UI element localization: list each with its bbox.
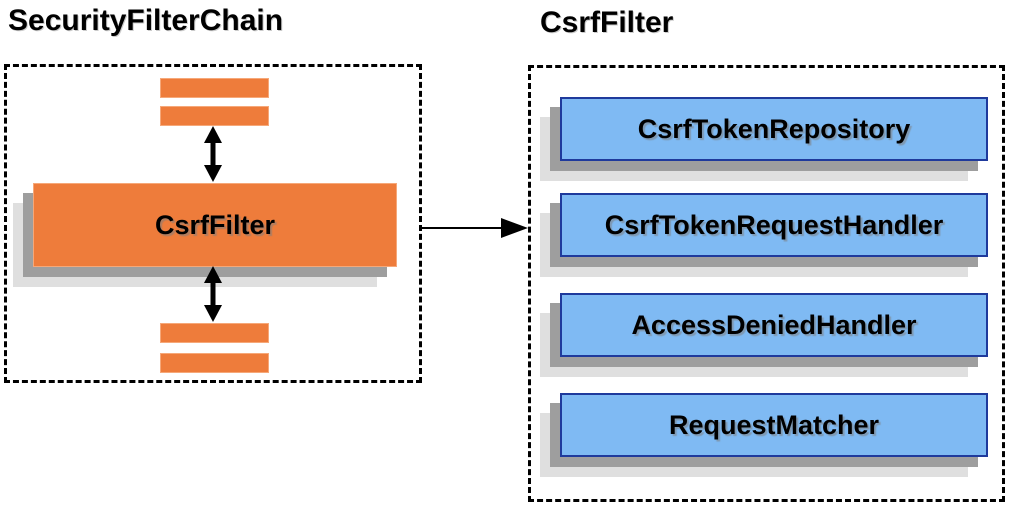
csrf-filter-node-label: CsrfFilter xyxy=(154,209,276,240)
component-label: AccessDeniedHandler xyxy=(631,309,917,340)
filter-placeholder-bar xyxy=(160,106,269,126)
double-headed-arrow-icon xyxy=(204,126,222,182)
right-panel-title: CsrfFilter xyxy=(540,6,674,39)
component-node: AccessDeniedHandler xyxy=(560,293,988,357)
flow-arrow-icon xyxy=(422,218,528,238)
security-filter-chain-group: CsrfFilter xyxy=(4,64,422,383)
filter-placeholder-bar xyxy=(160,78,269,98)
component-node: CsrfTokenRepository xyxy=(560,97,988,161)
component-label: CsrfTokenRepository xyxy=(637,113,911,144)
filter-placeholder-bar xyxy=(160,323,269,343)
component-node: RequestMatcher xyxy=(560,393,988,457)
component-label: CsrfTokenRequestHandler xyxy=(604,209,944,240)
component-node: CsrfTokenRequestHandler xyxy=(560,193,988,257)
double-headed-arrow-icon xyxy=(204,266,222,322)
csrf-filter-node: CsrfFilter xyxy=(33,183,397,267)
left-panel-title: SecurityFilterChain xyxy=(8,4,284,37)
component-label: RequestMatcher xyxy=(668,409,880,440)
csrf-filter-components-group: CsrfTokenRepository CsrfTokenRequestHand… xyxy=(528,65,1005,502)
filter-placeholder-bar xyxy=(160,353,269,373)
